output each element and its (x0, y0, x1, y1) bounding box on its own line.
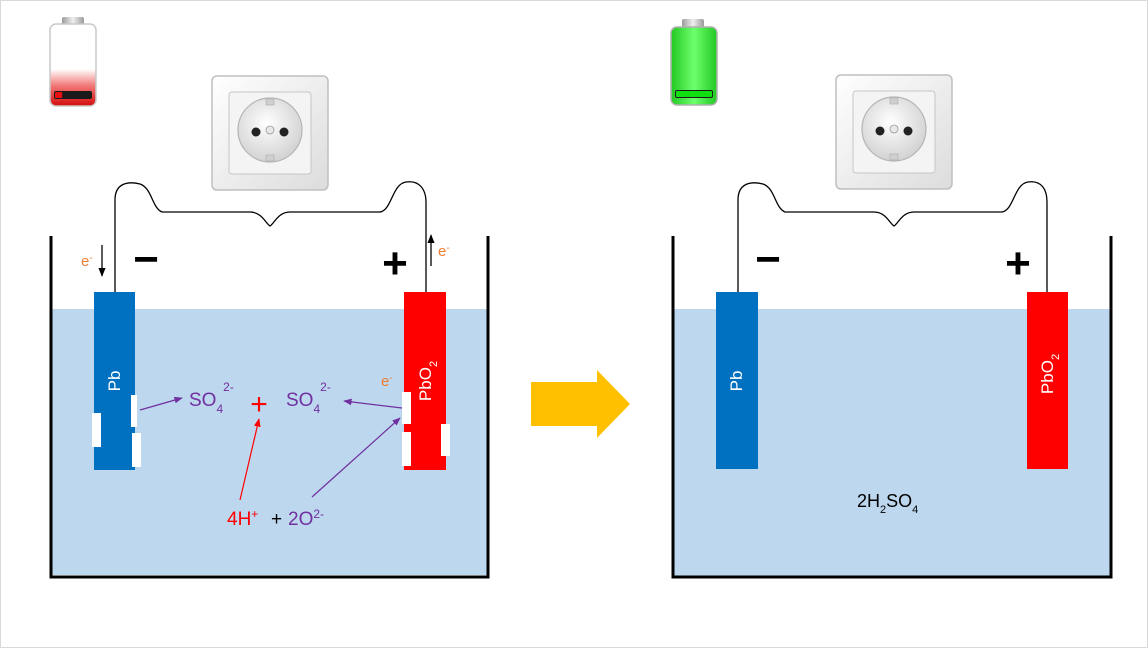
container-left (49, 236, 490, 579)
sulfate-ion-left: SO42- (189, 380, 234, 416)
battery-full-icon (670, 19, 718, 106)
electron-label-top-left: e- (81, 253, 93, 271)
recombination-plus: + (250, 388, 268, 421)
pbo2-electrode-right (1027, 292, 1068, 469)
sulfate-deposit (441, 424, 450, 456)
positive-sign-right: + (1005, 239, 1031, 288)
oxide-ion: 2O2- (288, 507, 324, 530)
right-arrow-icon (531, 370, 630, 438)
pb-label-right: Pb (727, 371, 746, 392)
electron-label-top-right: e- (438, 243, 450, 261)
pbo2-label-left: PbO2 (416, 361, 440, 401)
sulfate-deposit (132, 433, 141, 467)
negative-sign-right: − (755, 235, 781, 284)
sulfate-ion-right: SO42- (286, 380, 331, 416)
power-socket-icon (211, 75, 329, 191)
sulfate-deposit (402, 392, 411, 424)
battery-full-level (676, 91, 712, 97)
electron-label-mid-right: e- (381, 373, 393, 391)
pb-electrode-right (716, 292, 758, 469)
pbo2-label-right: PbO2 (1038, 354, 1062, 394)
sulfate-migration-arrow-left (139, 396, 183, 411)
wire-left (114, 181, 427, 292)
pb-label-left: Pb (105, 371, 124, 392)
hydrogen-arrow (239, 418, 261, 501)
wire-right (737, 181, 1048, 292)
battery-low-level (55, 92, 63, 98)
battery-low-icon (49, 17, 97, 107)
sulfate-migration-arrow-right (343, 398, 403, 409)
sulfate-deposit (131, 395, 137, 427)
sulfate-deposit (402, 432, 411, 466)
container-right (671, 236, 1113, 579)
sulfate-deposit (92, 413, 101, 447)
negative-sign-left: − (133, 235, 159, 284)
sulfuric-acid-label: 2H2SO4 (857, 491, 918, 516)
join-plus: + (271, 509, 282, 530)
power-socket-icon (835, 74, 953, 190)
hydrogen-ion: 4H+ (227, 507, 258, 530)
oxide-arrow (311, 417, 401, 498)
positive-sign-left: + (382, 239, 408, 288)
